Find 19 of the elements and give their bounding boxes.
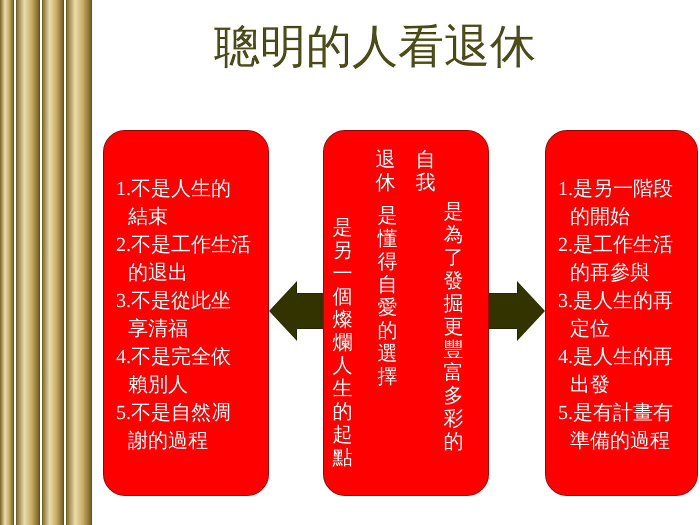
box-text: 2.是工作生活的再參與 [558, 233, 674, 286]
box-text: 自我 [415, 149, 436, 195]
rounded-box [103, 130, 269, 496]
box-text: 5.是有計畫有準備的過程 [558, 401, 674, 454]
box-text: 1.不是人生的結束 [116, 177, 232, 230]
rounded-box [323, 130, 489, 496]
box-text: 退休 [375, 149, 396, 195]
box-text: 是另一個燦爛人生的起點 [332, 217, 353, 470]
box-text: 是懂得自愛的選擇 [377, 205, 398, 389]
rounded-box [545, 130, 698, 496]
box-text: 3.是人生的再定位 [558, 289, 674, 342]
box-text: 4.不是完全依賴別人 [116, 345, 232, 398]
box-text: 3.不是從此坐享清福 [116, 289, 232, 342]
box-text: 1.是另一階段的開始 [558, 177, 674, 230]
title: 聰明的人看退休 [213, 20, 537, 74]
box-text: 2.不是工作生活的退出 [116, 233, 252, 286]
box-text: 是為了發掘更豐富多彩的 [443, 201, 464, 454]
box-text: 5.不是自然凋謝的過程 [116, 401, 232, 454]
box-text: 4.是人生的再出發 [558, 345, 674, 398]
